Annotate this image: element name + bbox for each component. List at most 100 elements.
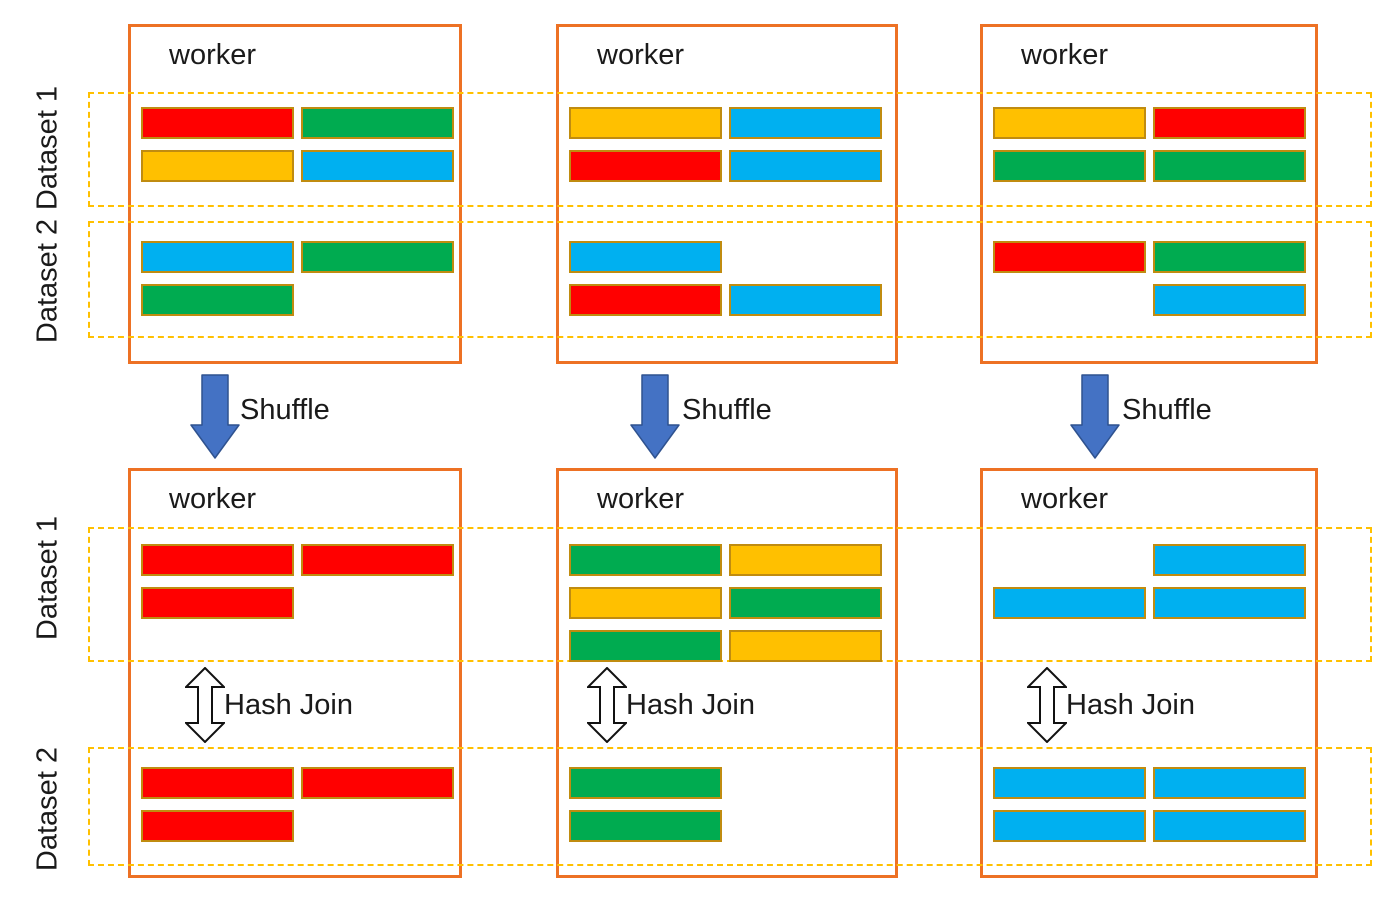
blue-partition-bar <box>1153 767 1306 799</box>
red-partition-bar <box>301 544 454 576</box>
yellow-partition-bar <box>993 107 1146 139</box>
shuffle-label: Shuffle <box>682 394 772 426</box>
green-partition-bar <box>301 241 454 273</box>
red-partition-bar <box>569 150 722 182</box>
bars-bottom-worker3-dataset2 <box>993 767 1306 842</box>
empty-partition-slot <box>301 284 454 316</box>
empty-partition-slot <box>301 587 454 619</box>
blue-partition-bar <box>993 767 1146 799</box>
blue-partition-bar <box>569 241 722 273</box>
partition-row <box>141 587 454 619</box>
dataset2-band-top <box>88 221 1372 338</box>
blue-partition-bar <box>1153 587 1306 619</box>
dataset1-label-top: Dataset 1 <box>31 85 64 211</box>
partition-row <box>141 107 454 139</box>
red-partition-bar <box>141 107 294 139</box>
blue-partition-bar <box>301 150 454 182</box>
partition-row <box>569 587 882 619</box>
yellow-partition-bar <box>141 150 294 182</box>
bars-top-worker3-dataset1 <box>993 107 1306 182</box>
worker-label: worker <box>1021 39 1109 71</box>
partition-row <box>569 767 882 799</box>
dataset2-label-top: Dataset 2 <box>31 218 64 344</box>
hash-join-label: Hash Join <box>626 689 755 721</box>
bars-top-worker2-dataset1 <box>569 107 882 182</box>
red-partition-bar <box>1153 107 1306 139</box>
blue-partition-bar <box>141 241 294 273</box>
dataset2-band-bottom <box>88 747 1372 866</box>
worker-box-bottom-3: worker <box>980 468 1318 878</box>
bars-top-worker1-dataset2 <box>141 241 454 316</box>
partition-row <box>141 150 454 182</box>
worker-box-bottom-1: worker <box>128 468 462 878</box>
green-partition-bar <box>729 587 882 619</box>
bars-bottom-worker2-dataset1 <box>569 544 882 662</box>
partition-row <box>993 587 1306 619</box>
hash-join-arrow-icon <box>587 667 627 743</box>
partition-row <box>993 107 1306 139</box>
green-partition-bar <box>569 767 722 799</box>
dataset2-label-bottom: Dataset 2 <box>31 746 64 872</box>
red-partition-bar <box>141 587 294 619</box>
partition-row <box>993 544 1306 576</box>
partition-row <box>569 630 882 662</box>
green-partition-bar <box>141 284 294 316</box>
empty-partition-slot <box>729 767 882 799</box>
blue-partition-bar <box>993 587 1146 619</box>
empty-partition-slot <box>993 284 1146 316</box>
bars-bottom-worker1-dataset2 <box>141 767 454 842</box>
red-partition-bar <box>569 284 722 316</box>
blue-partition-bar <box>1153 284 1306 316</box>
yellow-partition-bar <box>569 107 722 139</box>
shuffle-arrow-icon <box>630 374 680 459</box>
blue-partition-bar <box>993 810 1146 842</box>
bars-bottom-worker2-dataset2 <box>569 767 882 842</box>
partition-row <box>141 544 454 576</box>
worker-label: worker <box>169 483 257 515</box>
bars-top-worker2-dataset2 <box>569 241 882 316</box>
partition-row <box>569 810 882 842</box>
shuffle-label: Shuffle <box>1122 394 1212 426</box>
red-partition-bar <box>301 767 454 799</box>
yellow-partition-bar <box>569 587 722 619</box>
partition-row <box>569 107 882 139</box>
yellow-partition-bar <box>729 630 882 662</box>
bars-bottom-worker1-dataset1 <box>141 544 454 619</box>
empty-partition-slot <box>993 544 1146 576</box>
hash-join-arrow-icon <box>1027 667 1067 743</box>
shuffle-label: Shuffle <box>240 394 330 426</box>
partition-row <box>141 767 454 799</box>
red-partition-bar <box>141 767 294 799</box>
green-partition-bar <box>993 150 1146 182</box>
hash-join-label: Hash Join <box>224 689 353 721</box>
green-partition-bar <box>569 810 722 842</box>
worker-label: worker <box>1021 483 1109 515</box>
empty-partition-slot <box>301 810 454 842</box>
bars-top-worker1-dataset1 <box>141 107 454 182</box>
empty-partition-slot <box>729 241 882 273</box>
blue-partition-bar <box>729 107 882 139</box>
blue-partition-bar <box>1153 544 1306 576</box>
green-partition-bar <box>1153 241 1306 273</box>
partition-row <box>993 284 1306 316</box>
dataset1-label-bottom: Dataset 1 <box>31 515 64 641</box>
red-partition-bar <box>141 810 294 842</box>
empty-partition-slot <box>729 810 882 842</box>
partition-row <box>993 150 1306 182</box>
blue-partition-bar <box>1153 810 1306 842</box>
partition-row <box>569 150 882 182</box>
partition-row <box>993 810 1306 842</box>
partition-row <box>141 810 454 842</box>
blue-partition-bar <box>729 150 882 182</box>
hash-join-label: Hash Join <box>1066 689 1195 721</box>
dataset1-band-top <box>88 92 1372 207</box>
bars-top-worker3-dataset2 <box>993 241 1306 316</box>
partition-row <box>141 284 454 316</box>
green-partition-bar <box>301 107 454 139</box>
bars-bottom-worker3-dataset1 <box>993 544 1306 619</box>
partition-row <box>569 284 882 316</box>
partition-row <box>993 767 1306 799</box>
partition-row <box>569 544 882 576</box>
partition-row <box>569 241 882 273</box>
